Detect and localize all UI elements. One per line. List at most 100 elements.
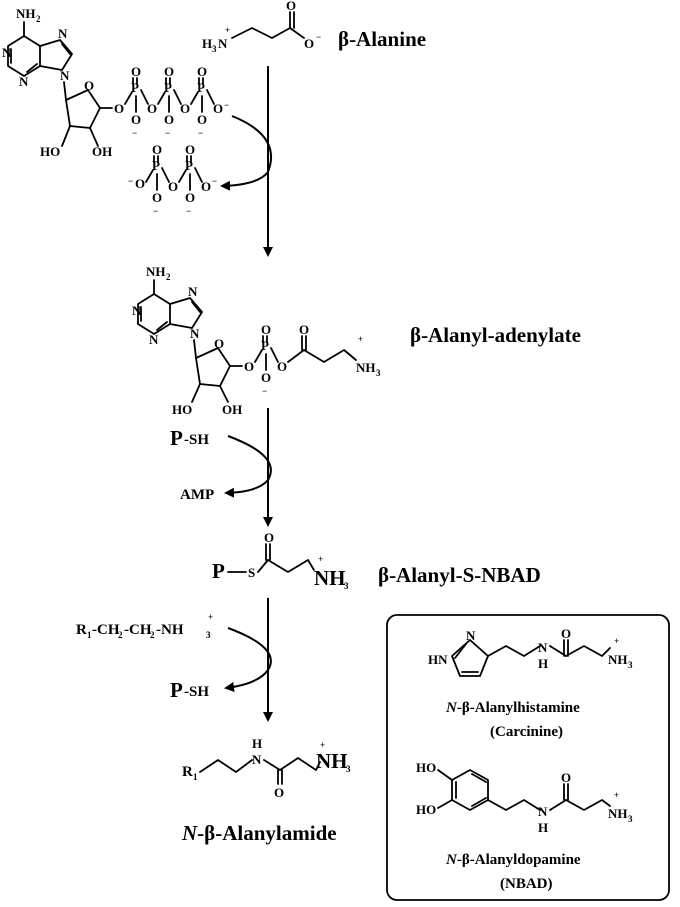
minus-sign: − xyxy=(132,128,137,138)
o-label: O xyxy=(244,359,254,374)
plus-sign: + xyxy=(320,740,325,750)
o-label: O xyxy=(180,101,190,116)
carcinine-name-text: N-β-Alanylhistamine xyxy=(445,700,580,716)
amine-label: NH xyxy=(356,360,376,375)
o-label: O xyxy=(201,179,211,194)
minus-sign: − xyxy=(165,128,170,138)
carcinine-label: N-β-Alanylhistamine (Carcinine) xyxy=(445,700,580,740)
chain-label: -NH xyxy=(156,622,184,638)
amine-substrate-formula: R 1 -CH 2 -CH 2 -NH 3 + xyxy=(76,612,213,640)
name-rest: -β-Alanylhistamine xyxy=(457,700,580,716)
n-label: N xyxy=(538,804,548,819)
subscript: 3 xyxy=(376,368,381,378)
carcinine-molecule: N HN N H O + NH 3 xyxy=(428,626,633,677)
minus-sign: − xyxy=(212,176,217,186)
p-label: P xyxy=(197,80,205,95)
product-name-text: N-β-Alanylamide xyxy=(181,821,337,845)
minus-sign: − xyxy=(262,386,267,396)
n-label: N xyxy=(188,284,198,299)
h-label: H xyxy=(252,736,262,751)
ho-label: HO xyxy=(40,144,60,159)
o-label: O xyxy=(274,785,284,800)
beta-alanyl-adenylate-molecule: NH 2 N N N N O HO OH O P O O − O O + NH xyxy=(132,264,381,417)
subscript: 3 xyxy=(344,581,349,591)
carcinine-common-name: (Carcinine) xyxy=(490,724,563,740)
beta-alanyl-s-nbad-label: β-Alanyl-S-NBAD xyxy=(378,563,541,587)
subscript: 3 xyxy=(628,814,633,824)
p-label: P xyxy=(261,338,269,353)
thiol-label: -SH xyxy=(184,432,209,448)
o-label: O xyxy=(213,101,223,116)
plus-sign: + xyxy=(358,334,363,344)
o-label: O xyxy=(152,142,162,157)
plus-sign: + xyxy=(614,636,619,646)
minus-sign: − xyxy=(224,100,229,110)
o-label: O xyxy=(561,626,571,641)
o-label: O xyxy=(304,36,314,51)
plus-sign: + xyxy=(318,554,323,564)
o-label: O xyxy=(277,359,287,374)
nbad-label: N-β-Alanyldopamine (NBAD) xyxy=(445,852,581,892)
nbad-molecule: HO HO N H O + NH 3 xyxy=(416,760,633,835)
subscript: 3 xyxy=(346,764,351,774)
examples-inset-box xyxy=(386,614,670,901)
minus-sign: − xyxy=(316,32,321,42)
o-label: O xyxy=(164,112,174,127)
thiol-label: -SH xyxy=(184,684,209,700)
p-label: P xyxy=(185,158,193,173)
oh-label: OH xyxy=(92,144,112,159)
product-name: N-β-Alanylamide xyxy=(181,821,337,845)
r-label: R xyxy=(182,764,193,780)
o-label: O xyxy=(264,530,274,545)
subscript: 3 xyxy=(212,44,217,54)
o-label: O xyxy=(114,101,124,116)
chain-label: -CH xyxy=(92,622,120,638)
italic-n: N xyxy=(181,821,198,845)
beta-alanine-molecule: H 3 N + O O − xyxy=(202,0,321,54)
nbad-name-text: N-β-Alanyldopamine xyxy=(445,852,581,868)
h-label: H xyxy=(538,656,548,671)
n-label: N xyxy=(19,74,29,89)
o-label: O xyxy=(261,322,271,337)
oh-label: OH xyxy=(222,402,242,417)
minus-sign: − xyxy=(153,206,158,216)
h-label: H xyxy=(202,36,212,51)
subscript: 2 xyxy=(166,272,171,282)
o-label: O xyxy=(147,101,157,116)
subscript: 1 xyxy=(87,630,92,640)
italic-n: N xyxy=(445,852,458,868)
minus-sign: − xyxy=(198,128,203,138)
protein-p-label: P xyxy=(170,426,183,450)
r-label: R xyxy=(76,622,87,638)
ho-label: HO xyxy=(416,802,436,817)
ho-label: HO xyxy=(172,402,192,417)
o-label: O xyxy=(261,370,271,385)
amine-label: NH xyxy=(16,6,36,21)
beta-alanyl-adenylate-label: β-Alanyl-adenylate xyxy=(410,323,581,347)
subscript: 2 xyxy=(150,630,155,640)
plus-sign: + xyxy=(614,790,619,800)
p-label: P xyxy=(152,158,160,173)
curved-arrow-pyrophosphate xyxy=(220,115,273,191)
h-label: H xyxy=(538,820,548,835)
subscript: 3 xyxy=(206,630,211,640)
italic-n: N xyxy=(445,700,458,716)
beta-alanyl-s-nbad-molecule: P S O + NH 3 xyxy=(212,530,349,591)
amine-label: NH xyxy=(146,264,166,279)
o-label: O xyxy=(197,64,207,79)
n-label: N xyxy=(2,45,12,60)
n-label: N xyxy=(190,326,200,341)
o-label: O xyxy=(84,78,94,93)
beta-alanylamide-molecule: R 1 N H O + NH 3 xyxy=(182,736,351,800)
curved-arrow-thiol xyxy=(224,627,272,692)
p-label: P xyxy=(131,80,139,95)
name-rest: -β-Alanyldopamine xyxy=(457,852,581,868)
atp-molecule: NH 2 N N N N O HO OH O P O O − O P xyxy=(2,6,229,159)
o-label: O xyxy=(152,190,162,205)
o-label: O xyxy=(214,336,224,351)
p-label: P xyxy=(164,80,172,95)
o-label: O xyxy=(299,322,309,337)
amp-label: AMP xyxy=(180,487,214,503)
n-label: N xyxy=(466,628,476,643)
